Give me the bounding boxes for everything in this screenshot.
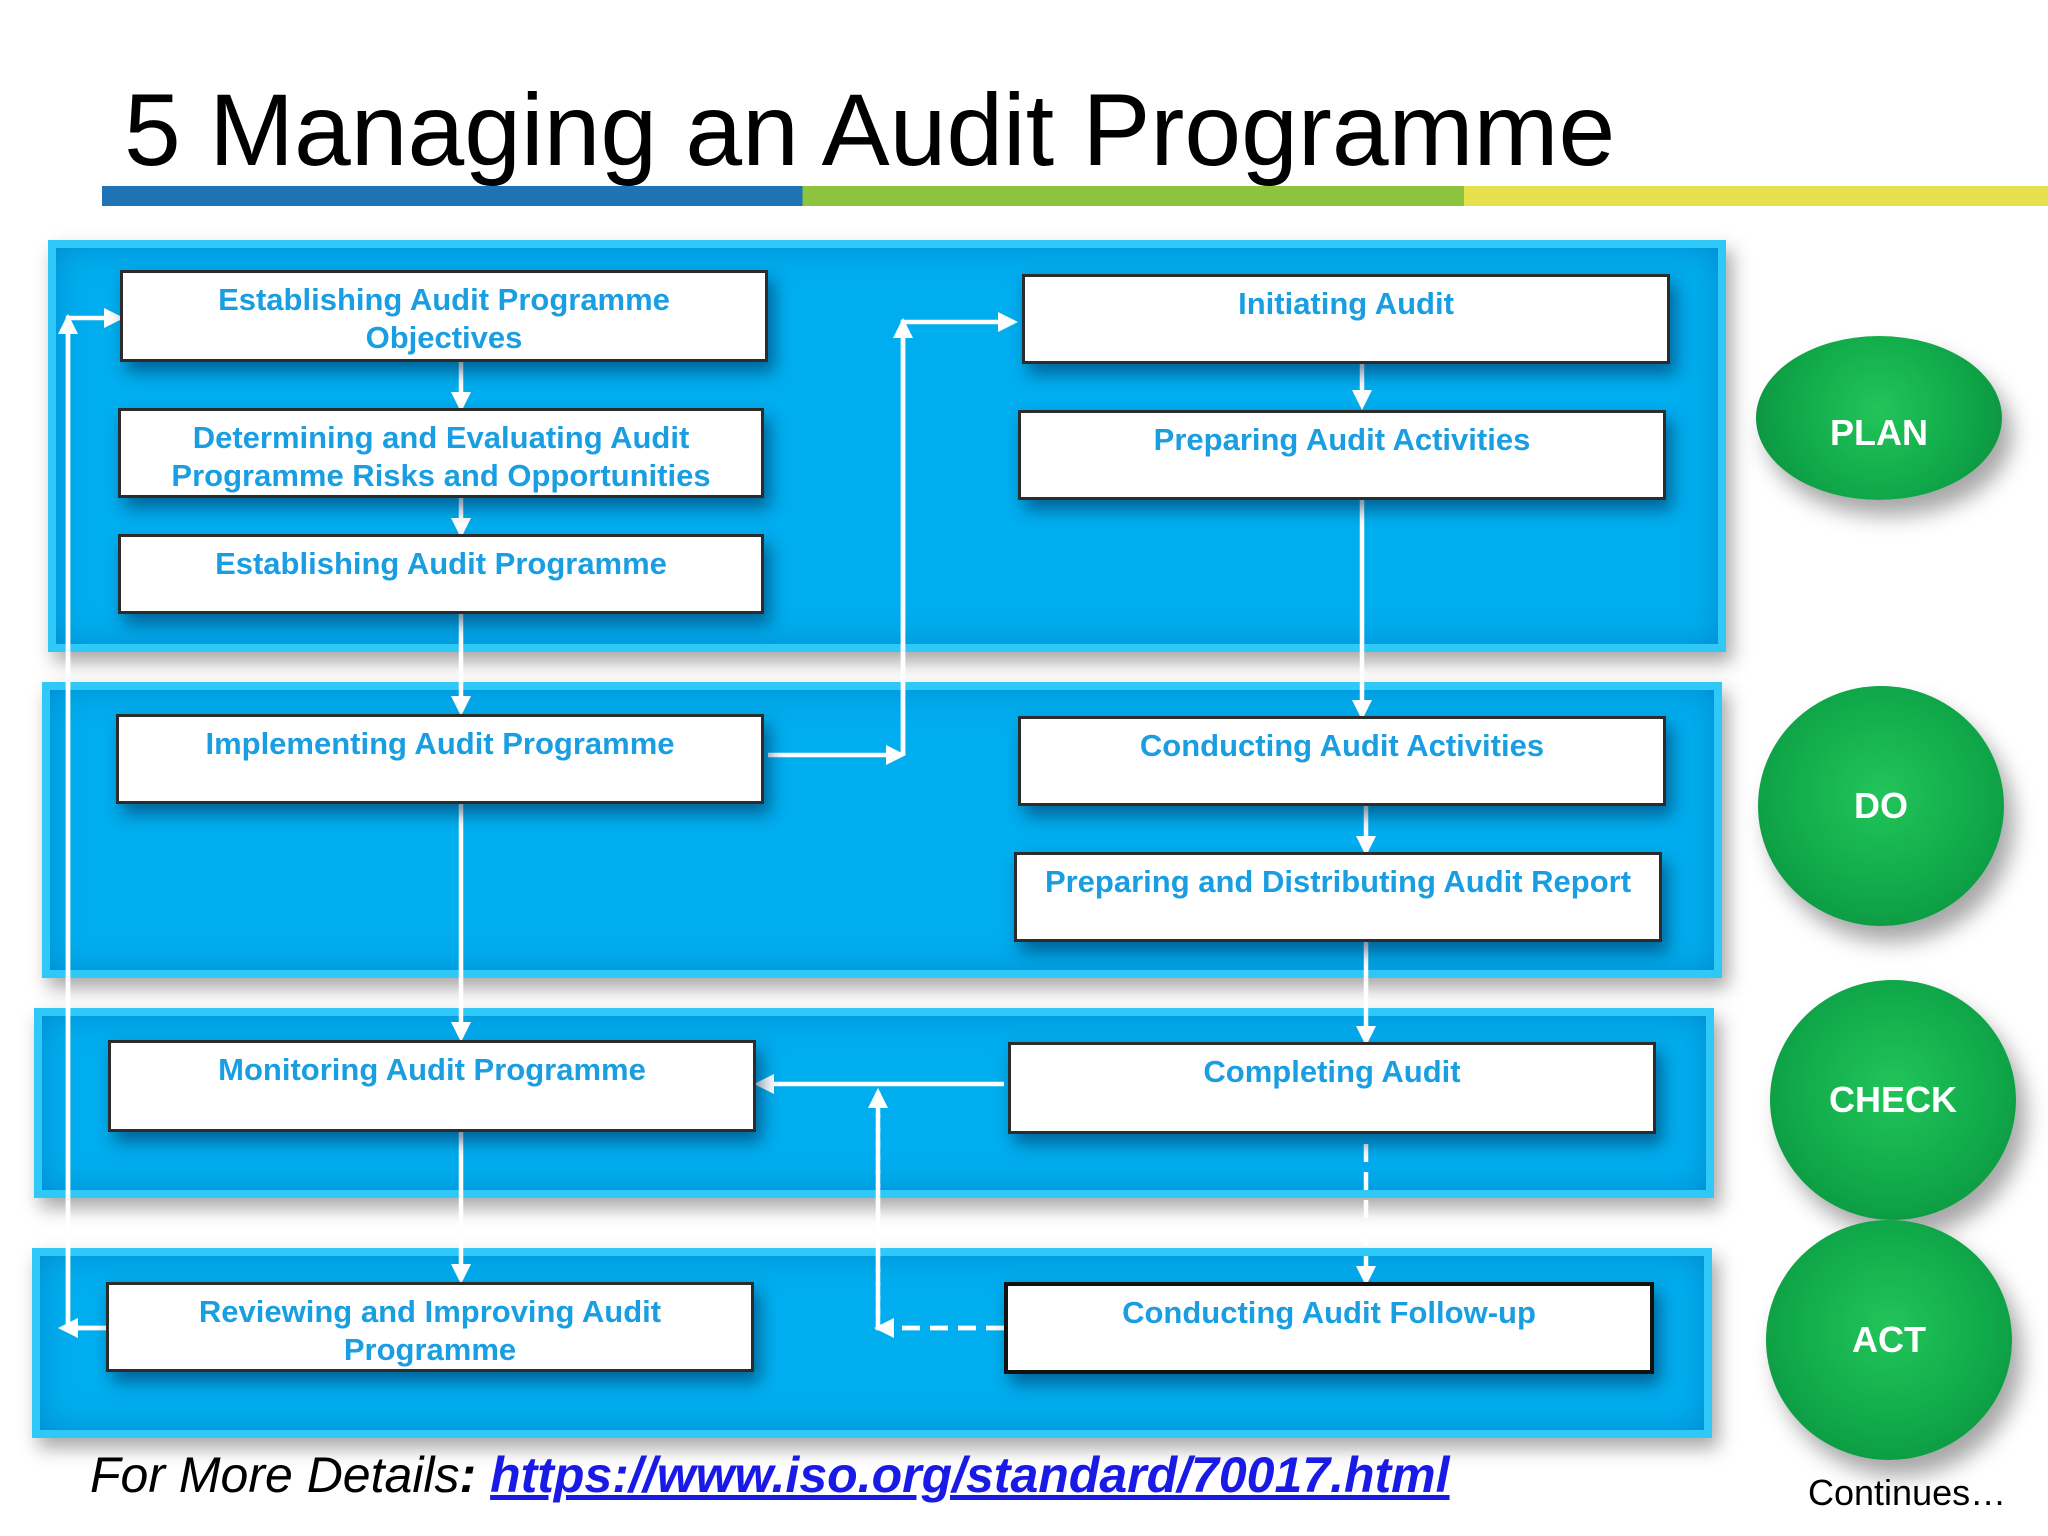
box-reviewing-improving: Reviewing and Improving Audit Programme [106, 1282, 754, 1372]
arrow-to-initiating [900, 311, 1019, 755]
footer-colon: : [459, 1447, 477, 1503]
box-establishing-programme: Establishing Audit Programme [118, 534, 764, 614]
box-monitoring-programme: Monitoring Audit Programme [108, 1040, 756, 1132]
phase-plan-circle: PLAN [1756, 336, 2002, 500]
box-establishing-objectives: Establishing Audit Programme Objectives [120, 270, 768, 362]
box-conducting-activities: Conducting Audit Activities [1018, 716, 1666, 806]
phase-act-circle: ACT [1766, 1220, 2012, 1460]
phase-check-circle: CHECK [1770, 980, 2016, 1220]
arrow-follow-up-to-monitoring [875, 1092, 1004, 1331]
iso-standard-link[interactable]: https://www.iso.org/standard/70017.html [490, 1447, 1450, 1503]
phase-do-circle: DO [1758, 686, 2004, 926]
footer-label: For More Details [90, 1447, 460, 1503]
box-preparing-activities: Preparing Audit Activities [1018, 410, 1666, 500]
page-title: 5 Managing an Audit Programme [124, 73, 1616, 187]
arrow-reviewing-to-objectives-loop [65, 307, 125, 1331]
box-determining-risks: Determining and Evaluating Audit Program… [118, 408, 764, 498]
continues-label: Continues… [1808, 1472, 2007, 1513]
box-audit-report: Preparing and Distributing Audit Report [1014, 852, 1662, 942]
box-initiating-audit: Initiating Audit [1022, 274, 1670, 364]
title-underline-bar [102, 186, 2048, 206]
box-implementing-programme: Implementing Audit Programme [116, 714, 764, 804]
footer-details: For More Details: https://www.iso.org/st… [90, 1446, 1450, 1504]
box-audit-follow-up: Conducting Audit Follow-up [1004, 1282, 1654, 1374]
box-completing-audit: Completing Audit [1008, 1042, 1656, 1134]
